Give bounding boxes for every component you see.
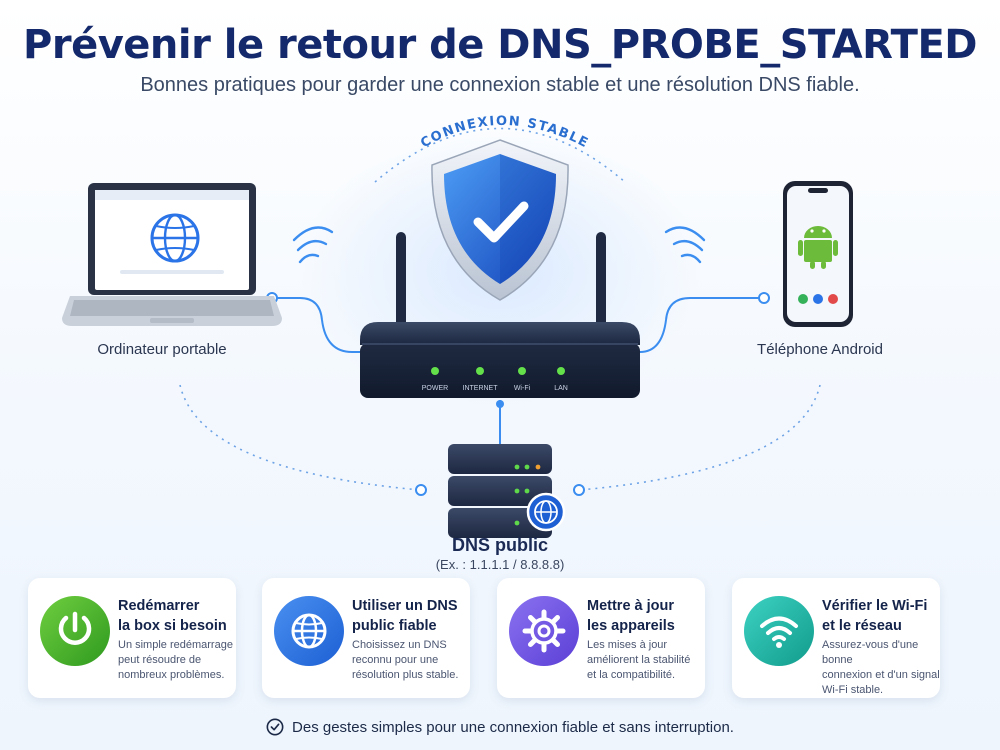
tip-title: Vérifier le Wi-Fi et le réseau bbox=[822, 596, 940, 636]
tip-description: Choisissez un DNS reconnu pour une résolut… bbox=[352, 638, 470, 683]
tip-title-line: Mettre à jour bbox=[587, 598, 675, 614]
tip-description-line: Wi-Fi stable. bbox=[822, 684, 884, 696]
tip-title-line: la box si besoin bbox=[118, 618, 227, 634]
tip-title-line: Vérifier le Wi-Fi bbox=[822, 598, 928, 614]
tip-title-line: public fiable bbox=[352, 618, 437, 634]
wifi-icon bbox=[744, 596, 814, 666]
footer-text: Des gestes simples pour une connexion fi… bbox=[292, 719, 734, 736]
tip-title: Redémarrer la box si besoin bbox=[118, 596, 236, 636]
laptop-label: Ordinateur portable bbox=[97, 341, 227, 358]
phone-icon bbox=[783, 181, 853, 327]
tip-description-line: peut résoudre de bbox=[118, 654, 202, 666]
tip-description: Un simple redémarrage peut résoudre de nom… bbox=[118, 638, 236, 683]
router-led-label: POWER bbox=[422, 385, 448, 392]
tip-description-line: Un simple redémarrage bbox=[118, 639, 233, 651]
router-antenna-left bbox=[396, 232, 406, 340]
wifi-waves-left-icon bbox=[292, 226, 334, 264]
router-icon: POWER INTERNET Wi-Fi LAN bbox=[360, 322, 640, 398]
router-led bbox=[557, 367, 565, 375]
router-leds: POWER INTERNET Wi-Fi LAN bbox=[422, 367, 568, 392]
tip-description-line: Assurez-vous d'une bonne bbox=[822, 639, 919, 666]
dns-example: (Ex. : 1.1.1.1 / 8.8.8.8) bbox=[435, 557, 565, 572]
footer-note: Des gestes simples pour une connexion fi… bbox=[0, 718, 1000, 736]
router-led-label: INTERNET bbox=[463, 385, 499, 392]
tip-icon-circle bbox=[509, 596, 579, 666]
page-title: Prévenir le retour de DNS_PROBE_STARTED bbox=[23, 22, 977, 68]
tip-description: Les mises à jour améliorent la stabilité e… bbox=[587, 638, 705, 683]
globe-icon bbox=[274, 596, 344, 666]
tip-description: Assurez-vous d'une bonne connexion et d'u… bbox=[822, 638, 940, 698]
check-circle-icon bbox=[266, 718, 284, 736]
tip-description-line: reconnu pour une bbox=[352, 654, 439, 666]
shield-check-icon bbox=[431, 139, 569, 301]
tip-description-line: améliorent la stabilité bbox=[587, 654, 691, 666]
page-subtitle: Bonnes pratiques pour garder une connexi… bbox=[140, 74, 860, 96]
tip-description-line: résolution plus stable. bbox=[352, 669, 459, 681]
tip-title-line: Utiliser un DNS bbox=[352, 598, 458, 614]
router-led bbox=[518, 367, 526, 375]
router-led bbox=[431, 367, 439, 375]
phone-label: Téléphone Android bbox=[757, 341, 883, 358]
router-antenna-right bbox=[596, 232, 606, 340]
tip-description-line: connexion et d'un signal bbox=[822, 669, 940, 681]
router-led-label: Wi-Fi bbox=[514, 385, 531, 392]
tip-title: Utiliser un DNS public fiable bbox=[352, 596, 470, 636]
tip-icon-circle bbox=[274, 596, 344, 666]
power-icon bbox=[40, 596, 110, 666]
router-led-label: LAN bbox=[554, 385, 568, 392]
tip-title-line: Redémarrer bbox=[118, 598, 200, 614]
android-icon bbox=[798, 226, 838, 269]
tip-title-line: et le réseau bbox=[822, 618, 902, 634]
dns-title: DNS public bbox=[451, 535, 548, 555]
dns-globe-icon bbox=[526, 492, 566, 532]
tip-title: Mettre à jour les appareils bbox=[587, 596, 705, 636]
phone-link bbox=[636, 297, 764, 353]
laptop-link bbox=[272, 297, 362, 353]
tip-icon-circle bbox=[744, 596, 814, 666]
router-led bbox=[476, 367, 484, 375]
tip-description-line: et la compatibilité. bbox=[587, 669, 676, 681]
tip-description-line: nombreux problèmes. bbox=[118, 669, 225, 681]
dns-server-icon bbox=[448, 444, 552, 538]
laptop-icon bbox=[62, 183, 282, 326]
gear-icon bbox=[509, 596, 579, 666]
bottom-dotted-arc bbox=[179, 384, 421, 491]
tip-card: Redémarrer la box si besoin Un simple redé… bbox=[28, 578, 236, 698]
tip-description-line: Les mises à jour bbox=[587, 639, 668, 651]
tip-description-line: Choisissez un DNS bbox=[352, 639, 447, 651]
wifi-waves-right-icon bbox=[664, 226, 706, 264]
tip-title-line: les appareils bbox=[587, 618, 675, 634]
tip-icon-circle bbox=[40, 596, 110, 666]
